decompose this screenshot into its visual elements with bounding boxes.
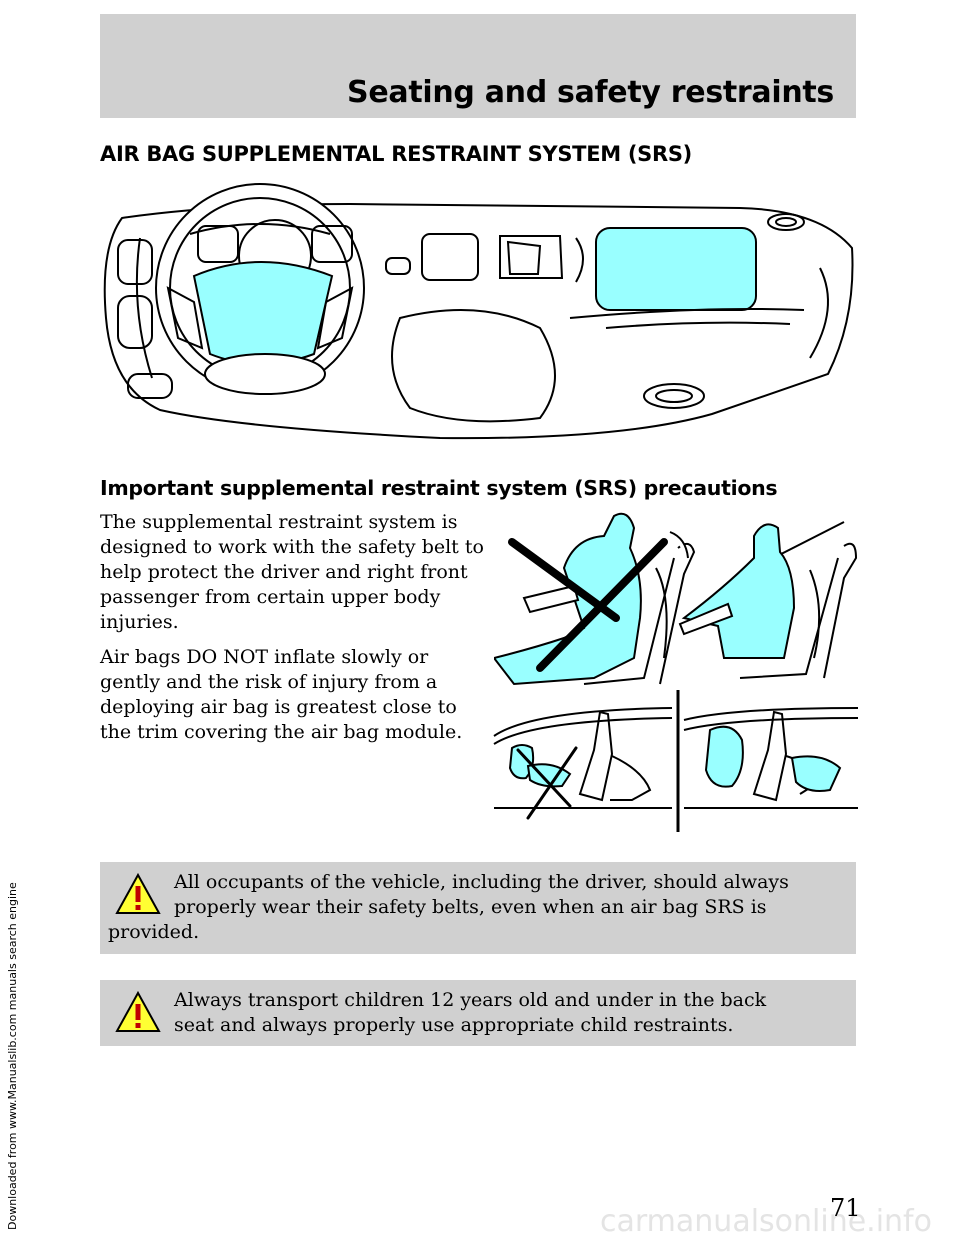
- warning-box-children: Always transport children 12 years old a…: [100, 980, 856, 1046]
- warning-children-line1: Always transport children 12 years old a…: [174, 989, 767, 1011]
- warning-seatbelts-line2: properly wear their safety belts, even w…: [174, 896, 767, 918]
- paragraph-inflation-risk: Air bags DO NOT inflate slowly or gently…: [100, 646, 463, 743]
- section-title: AIR BAG SUPPLEMENTAL RESTRAINT SYSTEM (S…: [100, 142, 692, 166]
- download-note-suffix: manuals search engine: [6, 882, 19, 1014]
- warning-children-line2: seat and always properly use appropriate…: [174, 1014, 734, 1036]
- paragraph-srs-purpose: The supplemental restraint system is des…: [100, 511, 484, 633]
- page-number: 71: [830, 1194, 861, 1222]
- manualslib-link[interactable]: www.Manualslib.com: [6, 1013, 19, 1129]
- watermark: carmanualsonline.info: [600, 1204, 932, 1239]
- dashboard-airbag-illustration: [103, 183, 854, 440]
- warning-triangle-icon: [115, 872, 161, 914]
- warning-box-seatbelts: All occupants of the vehicle, including …: [100, 862, 856, 954]
- download-note-prefix: Downloaded from: [6, 1128, 19, 1230]
- precautions-subheading: Important supplemental restraint system …: [100, 476, 778, 500]
- body-text: The supplemental restraint system is des…: [100, 510, 485, 755]
- download-note: Downloaded from www.Manualslib.com manua…: [6, 882, 19, 1230]
- header-band: Seating and safety restraints: [100, 14, 856, 118]
- warning-seatbelts-line1: All occupants of the vehicle, including …: [174, 871, 789, 893]
- occupant-position-illustration: [494, 512, 858, 686]
- warning-triangle-icon: [115, 990, 161, 1032]
- header-title: Seating and safety restraints: [347, 75, 834, 110]
- child-seat-illustration: [493, 690, 859, 832]
- warning-seatbelts-line3: provided.: [108, 921, 200, 943]
